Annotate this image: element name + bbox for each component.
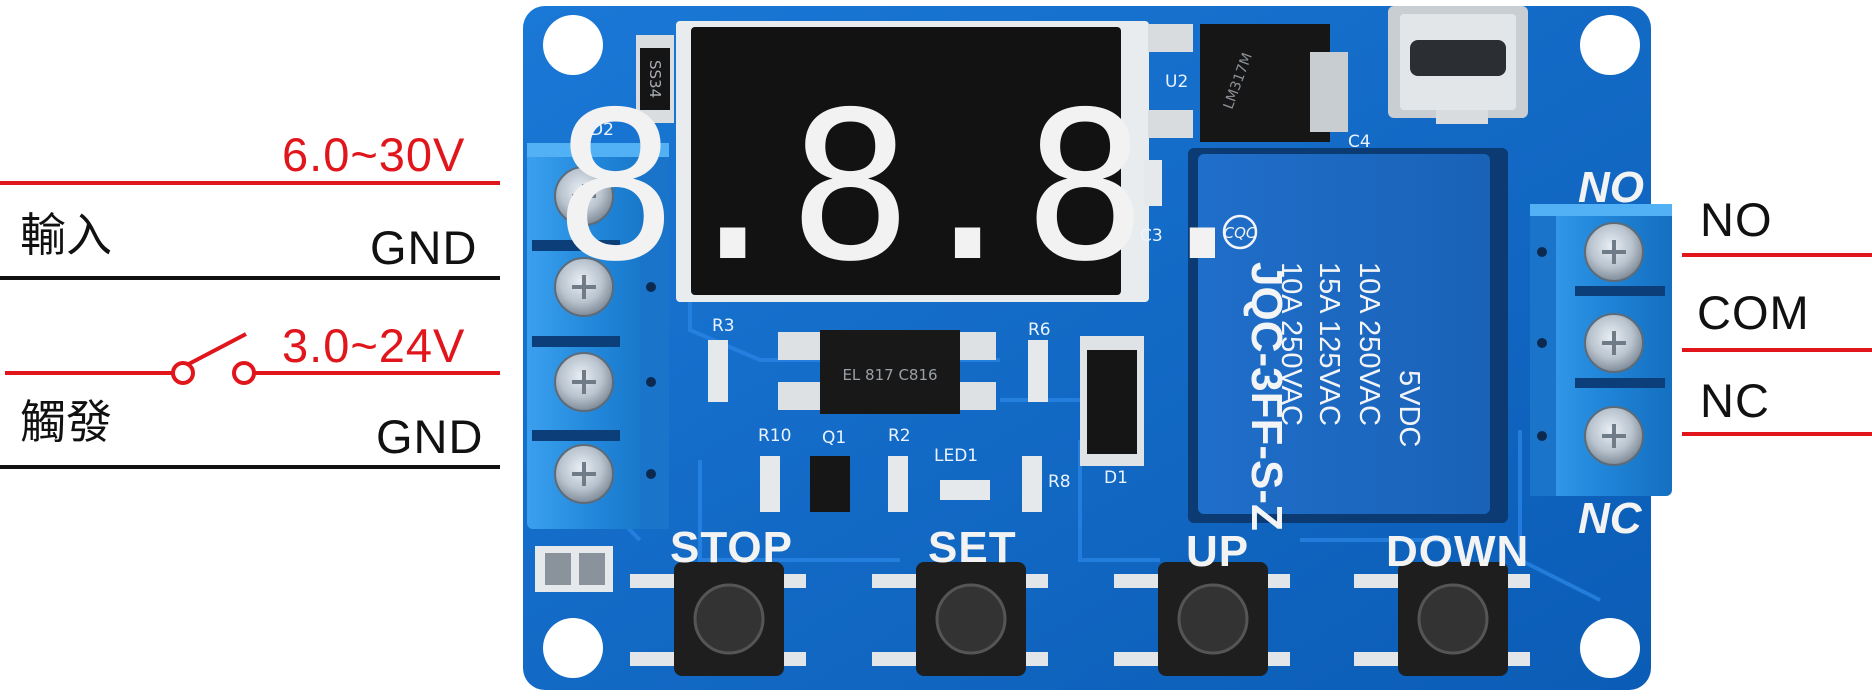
seven-segment-display [676, 21, 1149, 302]
switch-contact-right [232, 361, 256, 385]
optocoupler [778, 330, 996, 414]
silk-u2: U2 [1165, 72, 1189, 92]
trigger-voltage-label: 3.0~24V [282, 319, 466, 372]
silk-r8: R8 [1048, 472, 1071, 492]
output-terminal-block [1530, 204, 1672, 496]
trigger-gnd-label: GND [376, 410, 484, 463]
button-stop[interactable] [630, 562, 806, 676]
jumper-pins [535, 546, 613, 592]
wire-trigger-switch-arm [182, 332, 247, 369]
relay-rating-2: 15A 125VAC [1313, 262, 1345, 426]
relay-model: JQC-3FF-S-Z [1242, 262, 1291, 531]
relay-brand: CQC [1224, 224, 1257, 242]
relay-coil: 5VDC [1393, 370, 1425, 447]
output-com-label: COM [1697, 286, 1810, 339]
optocoupler-marking: EL 817 C816 [842, 366, 937, 384]
silk-q1: Q1 [822, 428, 847, 448]
micro-usb-connector [1388, 6, 1528, 124]
silk-d2: D2 [590, 120, 614, 140]
switch-contact-left [171, 361, 195, 385]
input-voltage-label: 6.0~30V [282, 128, 466, 181]
input-gnd-label: GND [370, 221, 478, 274]
silk-c4: C4 [1348, 132, 1371, 152]
relay-rating-3: 10A 250VAC [1275, 262, 1307, 426]
silk-c3: C3 [1140, 226, 1163, 246]
silk-no: NO [1578, 163, 1644, 212]
silk-nc: NC [1578, 494, 1642, 543]
input-terminal-block [527, 143, 669, 529]
trigger-label: 觸發 [20, 395, 112, 449]
silk-r10: R10 [758, 426, 792, 446]
relay-rating-1: 10A 250VAC [1353, 262, 1385, 426]
display-digits: 8.8.8. [554, 69, 1259, 307]
mounting-holes [543, 15, 1640, 678]
diode-marking-ss34: SS34 [646, 60, 664, 98]
diode-ss34 [636, 35, 674, 123]
stop-button-label: STOP [670, 523, 794, 572]
smd-resistors [708, 160, 1162, 512]
up-button-label: UP [1186, 527, 1250, 576]
relay [1188, 148, 1508, 523]
silk-led1: LED1 [934, 446, 979, 466]
input-label: 輸入 [20, 208, 112, 262]
set-button-label: SET [928, 523, 1017, 572]
silk-r6: R6 [1028, 320, 1051, 340]
silk-d1: D1 [1104, 468, 1128, 488]
output-no-label: NO [1700, 193, 1773, 246]
silk-r3: R3 [712, 316, 735, 336]
silk-r2: R2 [888, 426, 911, 446]
button-set[interactable] [872, 562, 1048, 676]
voltage-regulator [1148, 24, 1348, 142]
diode-d1 [1080, 336, 1144, 466]
button-up[interactable] [1114, 562, 1290, 676]
button-down[interactable] [1354, 562, 1530, 676]
down-button-label: DOWN [1386, 527, 1530, 576]
output-nc-label: NC [1700, 374, 1770, 427]
